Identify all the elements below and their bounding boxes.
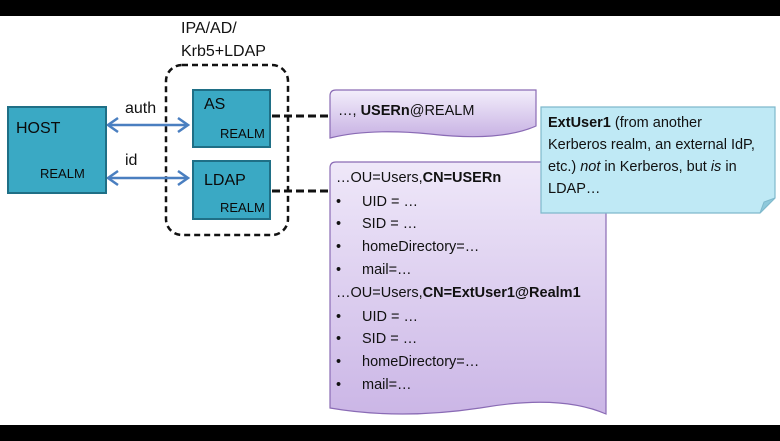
as-title: AS bbox=[204, 96, 226, 113]
id-arrow bbox=[105, 169, 191, 187]
auth-arrow bbox=[105, 116, 191, 134]
ldap-entry2-dn: …OU=Users,CN=ExtUser1@Realm1 bbox=[336, 285, 581, 301]
ldap-entry2-attr: UID = … bbox=[362, 309, 418, 325]
as-box: AS REALM bbox=[192, 89, 271, 148]
ldap-entry1-dn: …OU=Users,CN=USERn bbox=[336, 170, 502, 186]
bullet-marker: • bbox=[336, 331, 342, 347]
bullet-marker: • bbox=[336, 194, 342, 210]
principal-document bbox=[329, 89, 537, 139]
diagram-slide: IPA/AD/ Krb5+LDAP HOST REALM auth id AS … bbox=[0, 16, 780, 425]
idm-label-line1: IPA/AD/ bbox=[181, 20, 237, 37]
ldap-realm: REALM bbox=[220, 200, 265, 215]
bullet-marker: • bbox=[336, 239, 342, 255]
callout-text: ExtUser1 (from another Kerberos realm, a… bbox=[548, 115, 755, 197]
ldap-entry1-attr: SID = … bbox=[362, 216, 418, 232]
host-box: HOST REALM bbox=[7, 106, 107, 194]
principal-text: …, USERn@REALM bbox=[338, 103, 475, 119]
host-realm: REALM bbox=[40, 166, 85, 181]
id-label: id bbox=[125, 152, 138, 169]
callout-fold bbox=[759, 197, 776, 214]
bullet-marker: • bbox=[336, 377, 342, 393]
ldap-title: LDAP bbox=[204, 172, 246, 189]
host-title: HOST bbox=[16, 120, 61, 137]
diagram-graphics bbox=[105, 63, 776, 415]
ldap-document bbox=[329, 161, 607, 415]
idm-label-line2: Krb5+LDAP bbox=[181, 43, 266, 60]
auth-label: auth bbox=[125, 100, 157, 117]
ldap-box: LDAP REALM bbox=[192, 160, 271, 220]
bullet-marker: • bbox=[336, 309, 342, 325]
bullet-marker: • bbox=[336, 262, 342, 278]
ldap-entry2-attr: mail=… bbox=[362, 377, 412, 393]
ldap-entry2-attr: SID = … bbox=[362, 331, 418, 347]
as-realm: REALM bbox=[220, 126, 265, 141]
idm-group-outline bbox=[164, 63, 290, 237]
ldap-entry1-attr: homeDirectory=… bbox=[362, 239, 480, 255]
bullet-marker: • bbox=[336, 354, 342, 370]
ldap-entry1-attr: UID = … bbox=[362, 194, 418, 210]
ldap-entry2-attr: homeDirectory=… bbox=[362, 354, 480, 370]
bullet-marker: • bbox=[336, 216, 342, 232]
ldap-entry1-attr: mail=… bbox=[362, 262, 412, 278]
